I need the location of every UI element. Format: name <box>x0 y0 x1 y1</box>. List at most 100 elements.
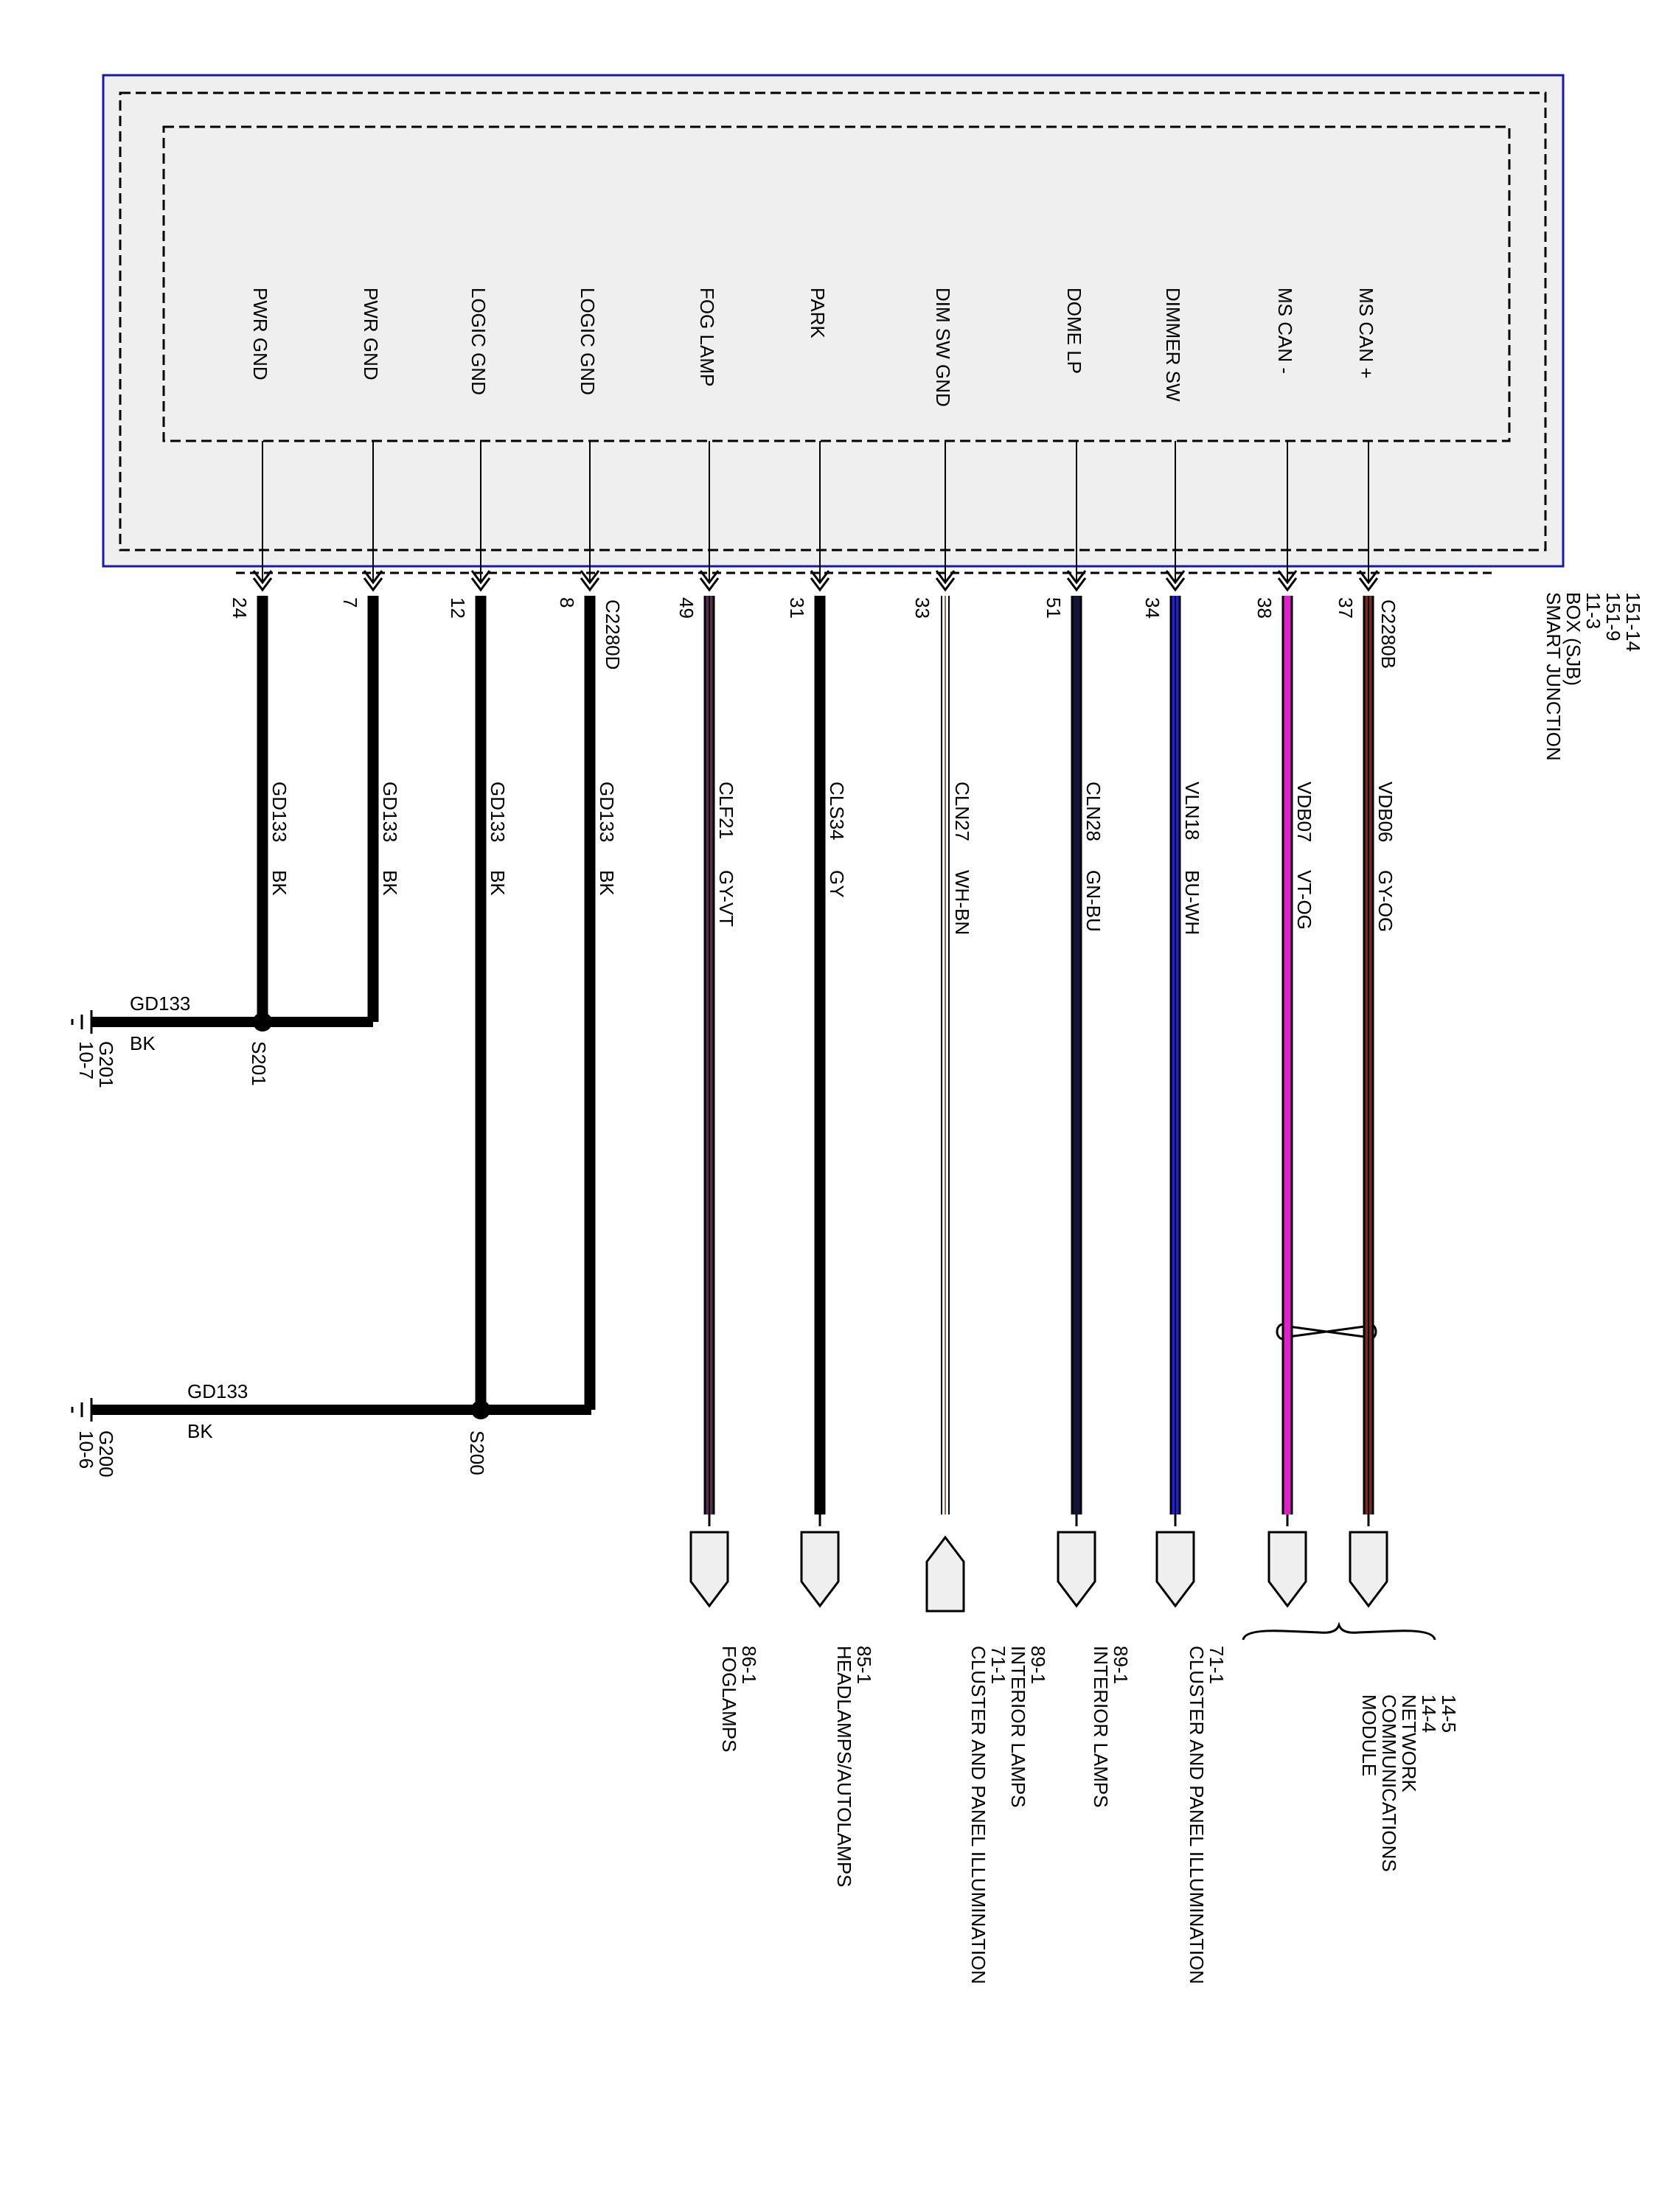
ground-color-label: BK <box>187 1420 213 1442</box>
pin-arrow <box>580 577 600 592</box>
module-inner-dashed <box>162 125 1511 442</box>
wire-circuit-label: GD133 <box>596 782 618 842</box>
pin-arrow <box>935 577 956 592</box>
destination-line: CLUSTER AND PANEL ILLUMINATION <box>967 1646 990 1984</box>
module-title-line: 11-3 <box>1582 592 1604 629</box>
pin-number: 51 <box>1043 597 1065 619</box>
destination-line: 14-4 <box>1418 1694 1440 1733</box>
pin-function-label: FOG LAMP <box>696 288 718 386</box>
wire-color-label: BU-WH <box>1181 870 1203 935</box>
pin-function-label: LOGIC GND <box>577 288 599 395</box>
pin-arrow <box>810 577 830 592</box>
pin-arrow <box>1358 570 1379 585</box>
pin-number: 12 <box>447 597 469 619</box>
terminal-connector <box>1349 1531 1388 1608</box>
destination-line: FOGLAMPS <box>718 1646 740 1752</box>
ground-symbol <box>71 1010 93 1034</box>
pin-arrow <box>252 577 273 592</box>
ground-ref-g201: 10-7 <box>75 1041 97 1079</box>
pin-number: 7 <box>339 597 361 608</box>
destination-line: COMMUNICATIONS <box>1378 1694 1400 1872</box>
pin-arrow <box>470 577 491 592</box>
terminal-connector <box>1267 1531 1307 1608</box>
pin-number: 33 <box>911 597 933 619</box>
module-title-line: BOX (SJB) <box>1562 592 1585 686</box>
splice-label-s201: S201 <box>248 1041 270 1086</box>
splice-s201-group: GD133 BK S201 G201 10-7 <box>71 992 373 1088</box>
pin-arrow <box>699 577 720 592</box>
ground-label-g200: G200 <box>95 1430 117 1478</box>
pin-arrow <box>580 570 600 585</box>
destination-foglamps: FOGLAMPS 86-1 <box>718 1646 760 1752</box>
module-outer-dashed <box>119 91 1547 552</box>
destination-line: 71-1 <box>1206 1646 1228 1684</box>
wire-circuit-label: CLF21 <box>715 782 737 839</box>
wire-circuit-label: GD133 <box>379 782 401 842</box>
pin-arrow <box>699 570 720 585</box>
wire-color-label: GY-OG <box>1374 870 1397 932</box>
destination-line: NETWORK <box>1398 1694 1420 1793</box>
ground-ref-g200: 10-6 <box>75 1430 97 1469</box>
wire-circuit-label: VDB06 <box>1374 782 1397 842</box>
pin-arrow <box>1277 570 1298 585</box>
ground-symbol <box>71 1398 93 1422</box>
ground-circuit-label: GD133 <box>187 1380 248 1402</box>
destination-network: MODULE COMMUNICATIONS NETWORK 14-4 14-5 <box>1358 1694 1460 1872</box>
destination-line: 89-1 <box>1027 1646 1049 1684</box>
destination-cluster-interior: CLUSTER AND PANEL ILLUMINATION 71-1 INTE… <box>967 1646 1049 1984</box>
pin-arrow <box>1165 570 1186 585</box>
pin-number: 8 <box>556 597 578 608</box>
destination-cluster-panel: CLUSTER AND PANEL ILLUMINATION 71-1 <box>1186 1646 1228 1984</box>
pin-arrow <box>935 570 956 585</box>
connector-label-c2280d: C2280D <box>602 599 624 669</box>
module-title-line: 151-14 <box>1622 592 1644 652</box>
pin-function-label: DOME LP <box>1063 288 1085 374</box>
pin-arrow <box>470 570 491 585</box>
pin-arrow <box>1066 577 1087 592</box>
destination-line: CLUSTER AND PANEL ILLUMINATION <box>1186 1646 1208 1984</box>
module-outer-frame <box>102 74 1565 568</box>
pin-arrow <box>1277 577 1298 592</box>
network-brace <box>1242 1621 1436 1641</box>
splice-label-s200: S200 <box>466 1430 488 1475</box>
destination-line: 71-1 <box>987 1646 1009 1684</box>
destination-line: 85-1 <box>853 1646 875 1684</box>
destination-line: MODULE <box>1358 1694 1380 1776</box>
module-title: SMART JUNCTION BOX (SJB) 11-3 151-9 151-… <box>1543 592 1644 761</box>
terminal-connector <box>689 1531 729 1608</box>
terminal-connector <box>800 1531 840 1608</box>
wire-circuit-label: CLS34 <box>826 782 848 841</box>
ground-color-label: BK <box>130 1032 156 1054</box>
pin-arrow <box>1358 577 1379 592</box>
wire-circuit-label: GD133 <box>268 782 291 842</box>
pin-number: 37 <box>1335 597 1357 619</box>
wire-color-label: GY-VT <box>715 870 737 927</box>
wire-color-label: VT-OG <box>1293 870 1315 930</box>
module-title-line: SMART JUNCTION <box>1543 592 1565 761</box>
connector-label-c2280b: C2280B <box>1377 599 1399 669</box>
module-title-line: 151-9 <box>1602 592 1624 641</box>
pin-function-label: DIM SW GND <box>932 288 954 407</box>
terminal-connector <box>925 1535 965 1613</box>
wire-circuit-label: CLN28 <box>1082 782 1105 841</box>
destination-interior-lamps: INTERIOR LAMPS 89-1 <box>1090 1646 1132 1808</box>
destination-line: 14-5 <box>1438 1694 1460 1733</box>
pin-function-label: MS CAN + <box>1355 288 1377 379</box>
splice-s200-group: GD133 BK S200 G200 10-6 <box>71 1380 591 1478</box>
wire-color-label: BK <box>487 870 509 896</box>
wire-circuit-label: CLN27 <box>951 782 973 841</box>
wire-circuit-label: VLN18 <box>1181 782 1203 841</box>
destination-line: 89-1 <box>1110 1646 1132 1684</box>
ground-label-g201: G201 <box>95 1041 117 1088</box>
wire-circuit-label: VDB07 <box>1293 782 1315 842</box>
pin-function-label: PARK <box>807 288 829 339</box>
pin-number: 24 <box>229 597 251 619</box>
wire-color-label: GN-BU <box>1082 870 1105 932</box>
wire-color-label: GY <box>826 870 848 898</box>
pin-arrow <box>363 570 383 585</box>
wire-color-label: WH-BN <box>951 870 973 935</box>
pin-function-label: PWR GND <box>249 288 271 380</box>
destination-headlamps: HEADLAMPS/AUTOLAMPS 85-1 <box>833 1646 875 1888</box>
